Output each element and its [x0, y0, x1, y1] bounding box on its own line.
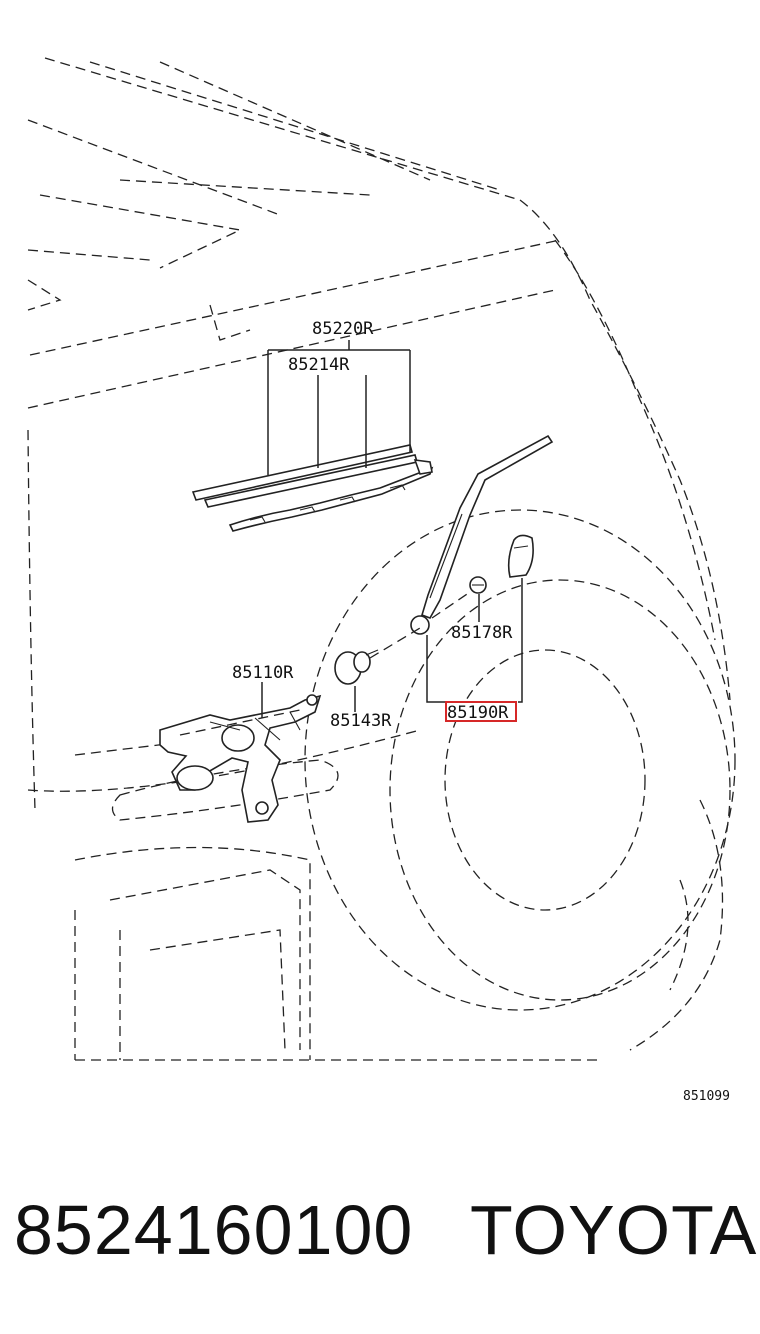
pivot-nut-part — [334, 649, 379, 685]
highlight-box — [445, 701, 517, 722]
callout-85190R: 85190R — [447, 703, 509, 723]
arm-nut-part — [469, 576, 487, 594]
wiper-motor-part — [159, 694, 322, 823]
parts-diagram: 85220R 85214R 85110R 85143R 85178R 85190… — [27, 57, 736, 1104]
callout-labels: 85220R 85214R 85110R 85143R 85178R 85190… — [232, 319, 730, 1104]
vehicle-body-outline — [27, 57, 731, 1061]
figure-code: 851099 — [683, 1089, 730, 1104]
callout-85220R: 85220R — [312, 319, 374, 339]
spare-tire — [304, 509, 736, 1011]
callout-85214R: 85214R — [288, 355, 350, 375]
brand-name: TOYOTA — [470, 1191, 758, 1269]
callout-85178R: 85178R — [451, 623, 513, 643]
arm-cap-part — [507, 534, 534, 578]
footer: 8524160100 TOYOTA — [0, 1185, 760, 1285]
wiper-arm — [410, 434, 554, 635]
callout-85110R: 85110R — [232, 663, 294, 683]
leader-lines — [179, 340, 523, 736]
part-number: 8524160100 — [14, 1191, 414, 1269]
callout-85143R: 85143R — [330, 711, 392, 731]
wiper-blade — [191, 444, 434, 532]
